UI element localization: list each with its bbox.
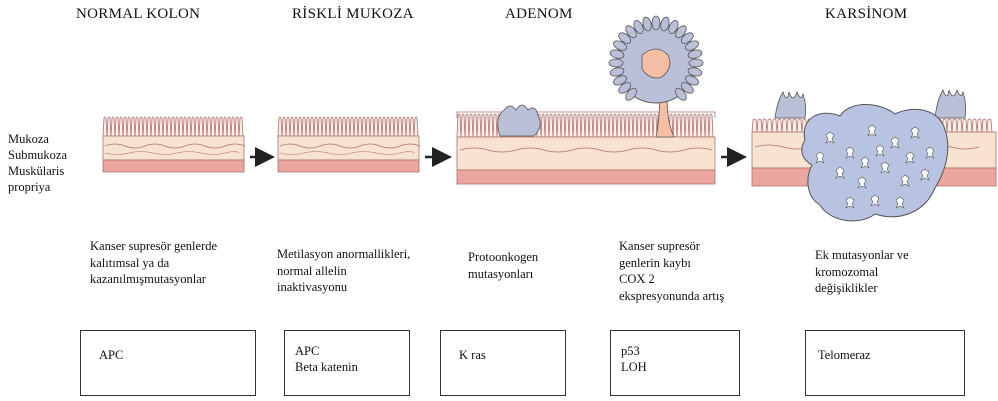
polyp-frond	[689, 59, 703, 67]
description-line: kalıtımsal ya da	[90, 255, 217, 272]
description-line: Metilasyon anormallikleri,	[277, 246, 410, 263]
gene-box-stage-4: p53 LOH	[610, 330, 740, 396]
description-line: Ek mutasyonlar ve	[815, 247, 909, 264]
description-line: Kanser supresör	[619, 238, 724, 255]
gene-label: p53	[621, 343, 739, 359]
polyp-frond	[609, 59, 623, 67]
stage-description-normal-kolon: Kanser supresör genlerde kalıtımsal ya d…	[90, 238, 217, 288]
polyp-frond	[652, 16, 660, 30]
riskli-mukoza-tissue	[278, 117, 420, 172]
stage-description-karsinom: Ek mutasyonlar ve kromozomal değişiklikl…	[815, 247, 909, 297]
description-line: genlerin kaybı	[619, 255, 724, 272]
description-line: Protoonkogen	[468, 249, 538, 266]
stage-description-stage-4: Kanser supresör genlerin kaybı COX 2 eks…	[619, 238, 724, 304]
description-line: kazanılmışmutasyonlar	[90, 271, 217, 288]
colon-progression-illustration	[0, 0, 998, 235]
stage-description-riskli-mukoza: Metilasyon anormallikleri, normal alleli…	[277, 246, 410, 296]
description-line: ekspresyonunda artış	[619, 288, 724, 305]
description-line: inaktivasyonu	[277, 279, 410, 296]
description-line: normal allelin	[277, 263, 410, 280]
gene-box-riskli-mukoza: APC Beta katenin	[284, 330, 410, 396]
karsinom-tissue	[752, 90, 996, 221]
stage-description-adenom: Protoonkogen mutasyonları	[468, 249, 538, 282]
gene-label: Telomeraz	[818, 347, 964, 363]
description-line: değişiklikler	[815, 280, 909, 297]
adenom-tissue	[457, 16, 715, 184]
gene-label: LOH	[621, 359, 739, 375]
gene-label: K ras	[459, 347, 565, 363]
gene-box-normal-kolon: APC	[80, 330, 256, 396]
description-line: Kanser supresör genlerde	[90, 238, 217, 255]
gene-label: APC	[99, 347, 255, 363]
normal-colon-tissue	[103, 117, 245, 172]
description-line: mutasyonları	[468, 266, 538, 283]
gene-box-adenom: K ras	[440, 330, 566, 396]
description-line: COX 2	[619, 271, 724, 288]
description-line: kromozomal	[815, 264, 909, 281]
gene-label: APC	[295, 343, 409, 359]
gene-label: Beta katenin	[295, 359, 409, 375]
gene-box-karsinom: Telomeraz	[805, 330, 965, 396]
